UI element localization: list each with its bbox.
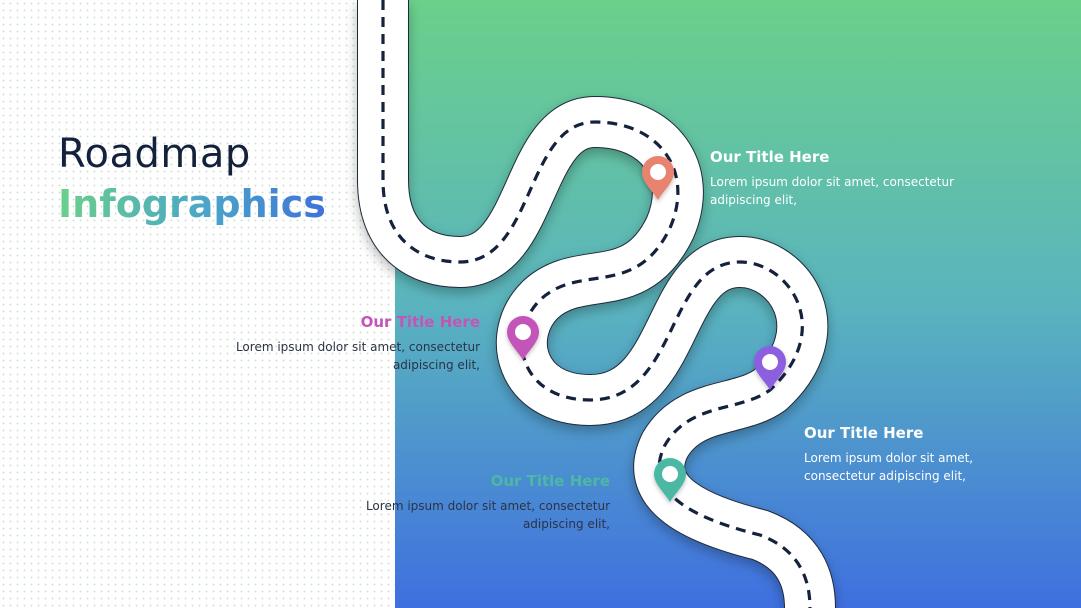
step-2: Our Title Here Lorem ipsum dolor sit ame… (200, 313, 480, 374)
step-4-title: Our Title Here (490, 472, 610, 490)
step-2-title: Our Title Here (360, 313, 480, 331)
step-3: Our Title Here Lorem ipsum dolor sit ame… (804, 424, 1081, 485)
step-3-title: Our Title Here (804, 424, 924, 442)
location-pin-icon (654, 458, 686, 502)
location-pin-icon (507, 316, 539, 360)
road (357, 0, 836, 608)
location-pin-icon (642, 156, 674, 200)
step-2-desc: Lorem ipsum dolor sit amet, consectetur … (235, 340, 480, 372)
title-infographics: Infographics (58, 182, 326, 226)
road-centerline (381, 0, 812, 608)
step-1-desc: Lorem ipsum dolor sit amet, consectetur … (710, 175, 955, 207)
title-roadmap: Roadmap (58, 131, 251, 177)
step-4: Our Title Here Lorem ipsum dolor sit ame… (330, 472, 610, 533)
step-1-title: Our Title Here (710, 148, 830, 166)
step-3-desc: Lorem ipsum dolor sit amet, consectetur … (804, 451, 974, 483)
step-1: Our Title Here Lorem ipsum dolor sit ame… (710, 148, 990, 209)
step-4-desc: Lorem ipsum dolor sit amet, consectetur … (365, 499, 610, 531)
slide-title: Roadmap Infographics (58, 128, 326, 228)
location-pin-icon (754, 346, 786, 390)
